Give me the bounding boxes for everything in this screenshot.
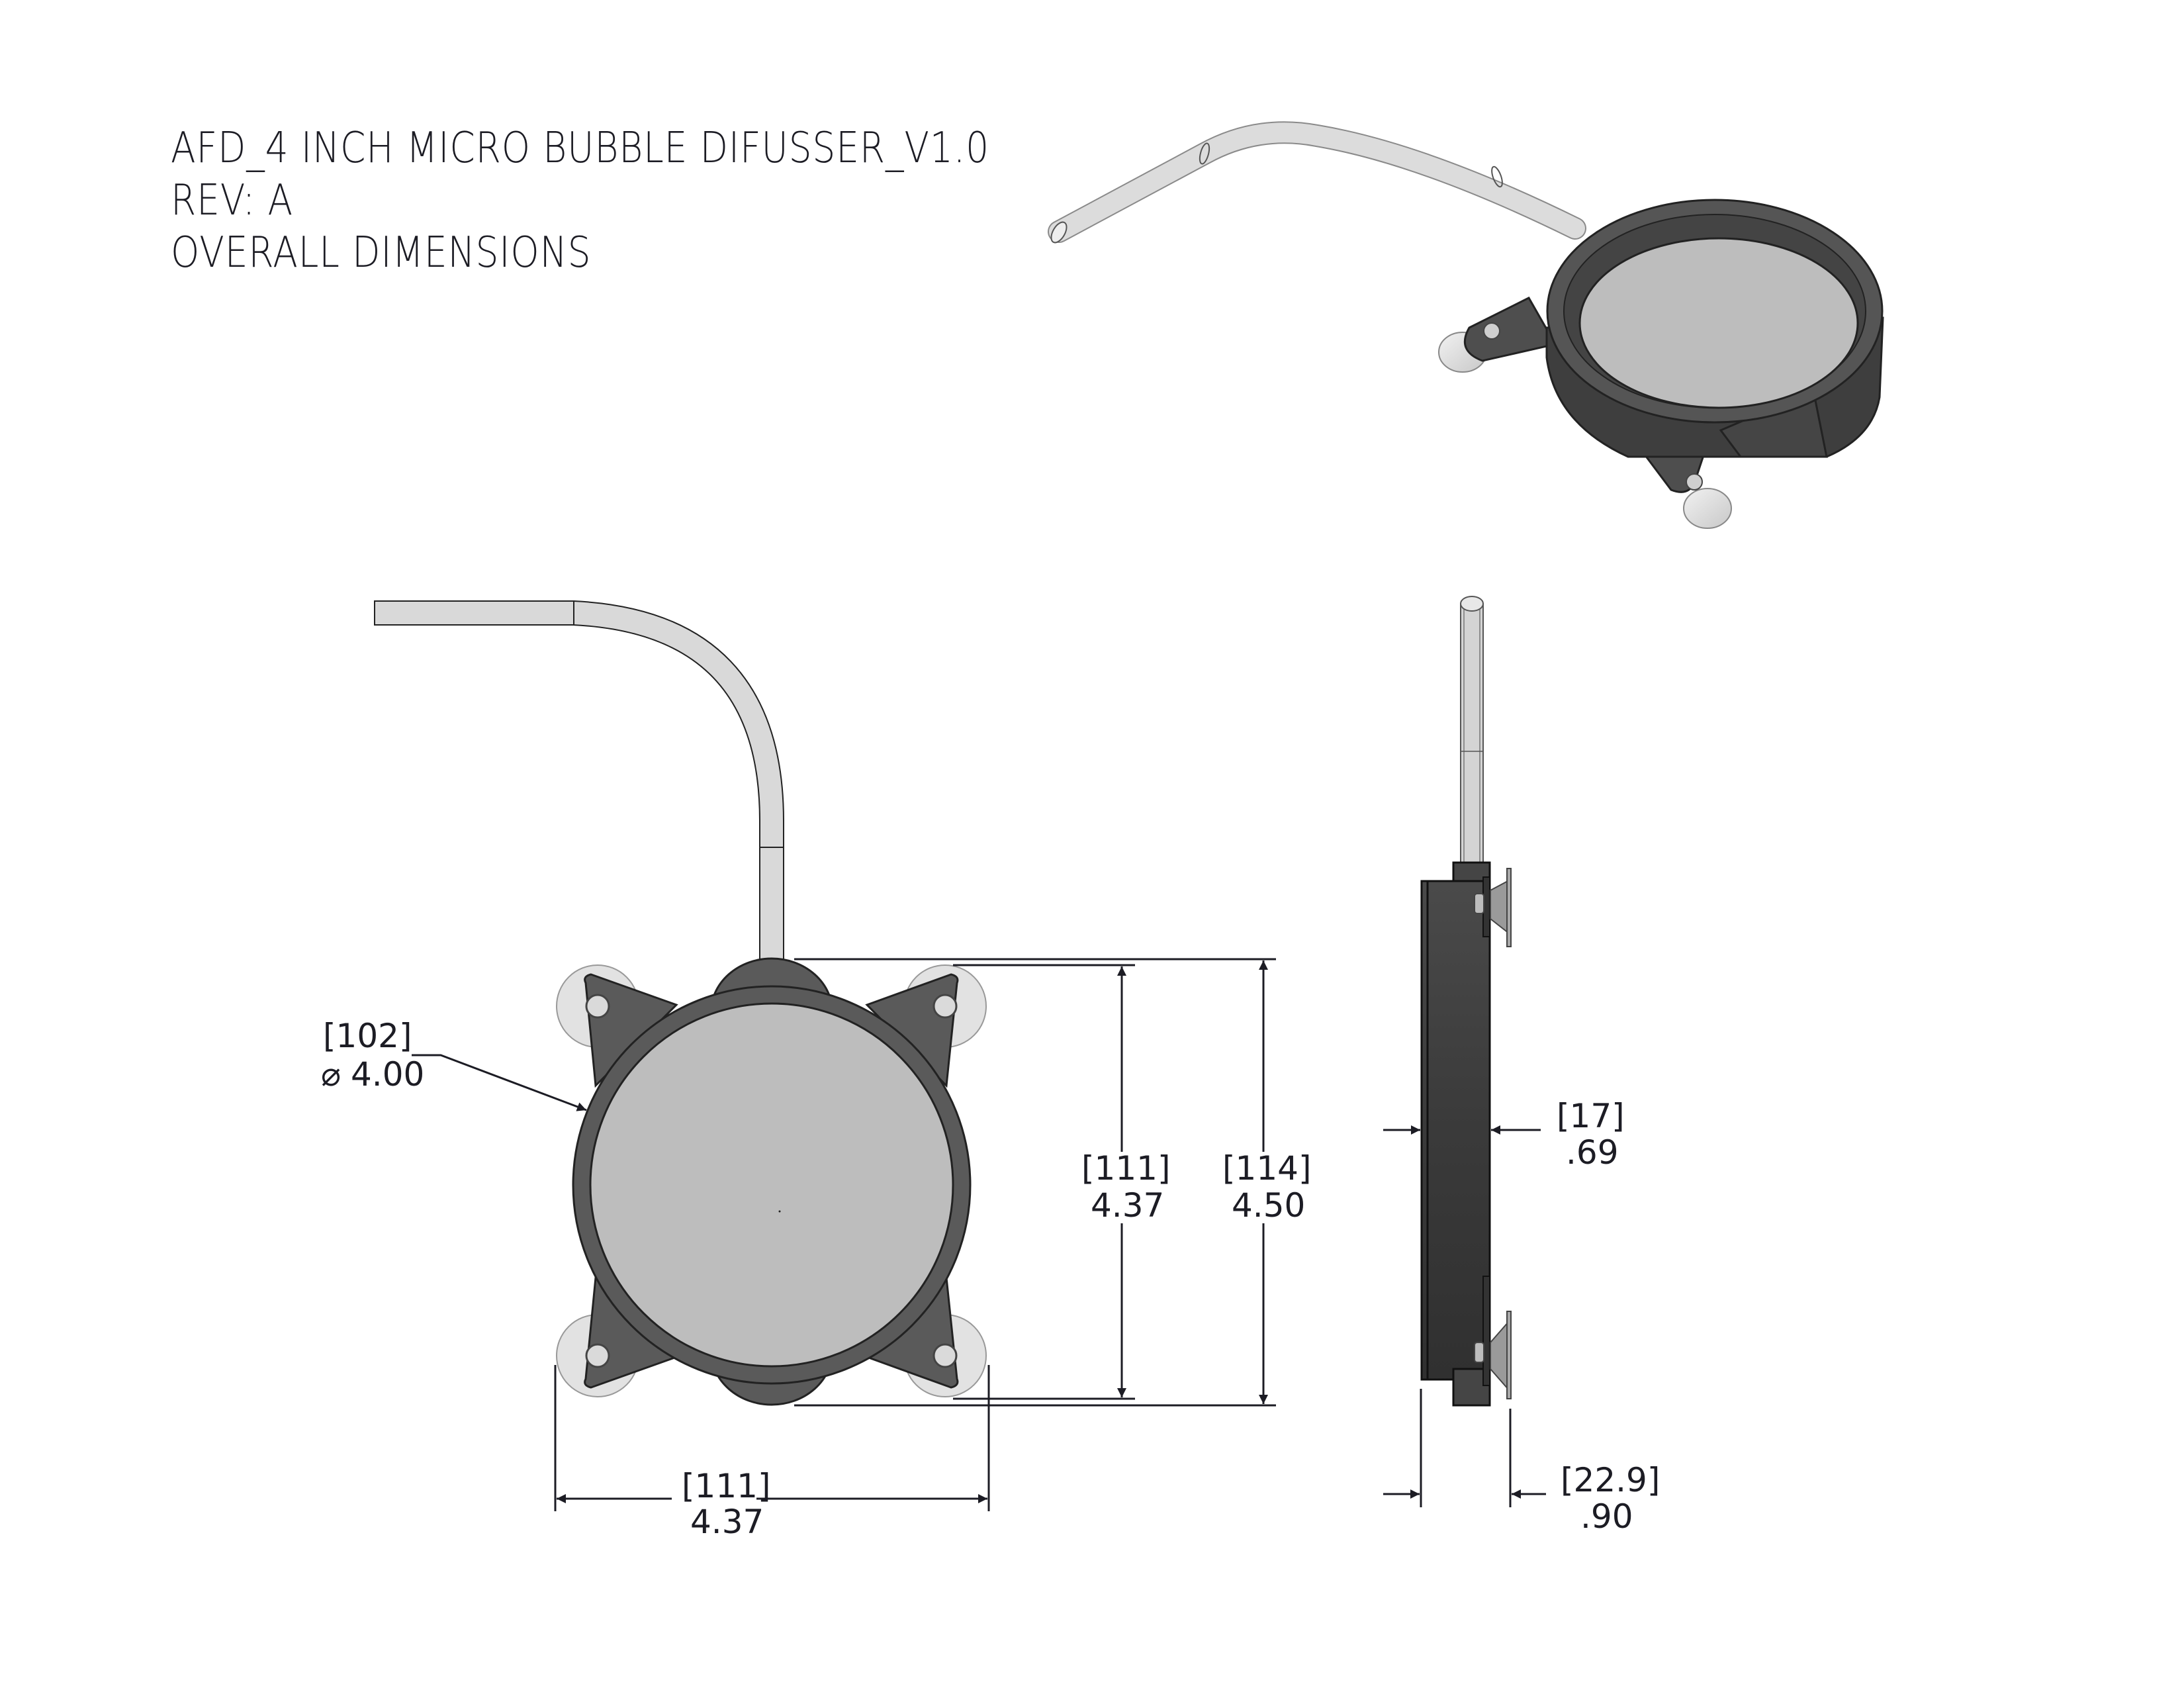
revision-label: REV: A [171, 176, 294, 225]
side-air-tube [1460, 596, 1484, 866]
depth-mm-label: [22.9] [1561, 1461, 1660, 1499]
side-dimensions [1383, 1125, 1546, 1507]
overall-height-mm-label: [114] [1222, 1149, 1311, 1188]
diameter-inch-label: 4.00 [351, 1055, 424, 1094]
width-mm-label: [111] [682, 1467, 770, 1505]
thickness-mm-label: [17] [1557, 1097, 1625, 1135]
front-mounting-bolts [585, 994, 958, 1368]
side-suction-cups [1474, 868, 1512, 1399]
iso-diffuser-body [1545, 199, 1884, 458]
front-air-tube [374, 600, 784, 960]
side-view [1420, 596, 1512, 1407]
diameter-leader [412, 1054, 587, 1111]
side-main-body [1420, 880, 1491, 1381]
diameter-symbol: ⌀ [321, 1055, 341, 1094]
title-block: AFD_4 INCH MICRO BUBBLE DIFUSSER_V1.0 RE… [171, 122, 1122, 279]
iso-air-tube [1048, 121, 1586, 244]
inner-height-mm-label: [111] [1081, 1149, 1170, 1188]
width-inch-label: 4.37 [690, 1503, 764, 1541]
drawing-subtitle: OVERALL DIMENSIONS [171, 228, 592, 277]
front-view [374, 600, 987, 1406]
diameter-mm-label: [102] [323, 1017, 412, 1055]
inner-height-inch-label: 4.37 [1091, 1186, 1164, 1225]
side-dimension-labels: [17] .69 [22.9] .90 [1557, 1097, 1660, 1536]
isometric-view [1048, 121, 1884, 529]
drawing-title: AFD_4 INCH MICRO BUBBLE DIFUSSER_V1.0 [171, 124, 989, 173]
front-diffuser-face [589, 1002, 954, 1368]
overall-height-inch-label: 4.50 [1232, 1186, 1305, 1225]
front-dimension-labels: [102] ⌀ 4.00 [111] 4.37 [114] 4.50 [111]… [321, 1017, 1311, 1541]
front-dimensions [412, 958, 1276, 1511]
thickness-inch-label: .69 [1566, 1133, 1619, 1172]
depth-inch-label: .90 [1580, 1497, 1633, 1536]
center-mark [778, 1210, 781, 1213]
